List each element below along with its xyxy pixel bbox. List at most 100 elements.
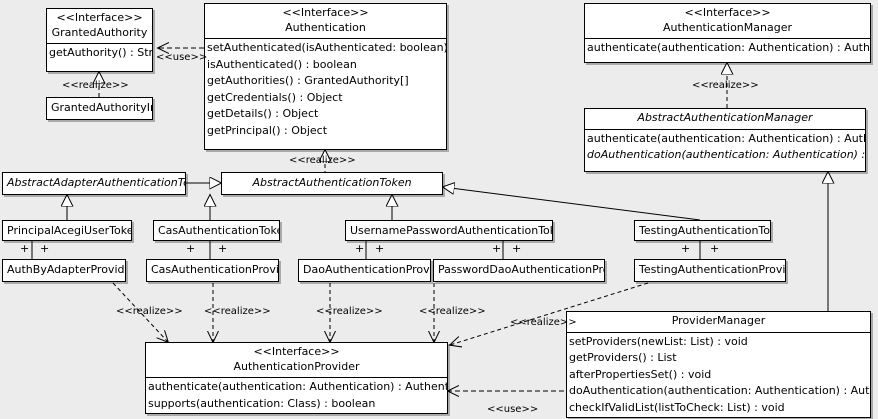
class-name: AbstractAdapterAuthenticationToken <box>7 176 185 189</box>
class-abstract-authentication-token[interactable]: AbstractAuthenticationToken <box>221 172 443 195</box>
edge-label-realize-grantedauthorityimpl: <<realize>> <box>62 80 129 91</box>
edge-label-realize-password-dao-authentication-provider: <<realize>> <box>419 306 486 317</box>
class-name: GrantedAuthority <box>51 25 148 39</box>
class-cas-authentication-provider[interactable]: CasAuthenticationProvider <box>146 259 279 282</box>
class-abstract-authentication-manager[interactable]: AbstractAuthenticationManager authentica… <box>584 108 866 172</box>
class-authentication[interactable]: <<Interface>> Authentication setAuthenti… <box>204 3 447 150</box>
association-visibility-marker: + <box>710 242 720 255</box>
class-header: CasAuthenticationProvider <box>147 260 278 281</box>
operation: afterPropertiesSet() : void <box>569 367 712 381</box>
class-name: PrincipalAcegiUserToken <box>7 224 132 237</box>
compartment-divider <box>47 43 152 45</box>
class-granted-authority-impl[interactable]: GrantedAuthorityImpl <box>46 97 153 120</box>
class-granted-authority[interactable]: <<Interface>> GrantedAuthority getAuthor… <box>46 8 153 72</box>
class-header: AuthByAdapterProvider <box>3 260 125 281</box>
association-visibility-marker: + <box>355 242 365 255</box>
operation: doAuthentication(authentication: Authent… <box>569 384 870 398</box>
class-header: ProviderManager <box>567 312 870 332</box>
class-header: UsernamePasswordAuthenticationToken <box>346 221 553 240</box>
association-visibility-marker: + <box>40 242 50 255</box>
class-header: CasAuthenticationToken <box>154 221 280 240</box>
operation: setProviders(newList: List) : void <box>569 334 748 348</box>
stereotype-label: <<Interface>> <box>56 11 143 24</box>
class-testing-authentication-provider[interactable]: TestingAuthenticationProvider <box>634 259 786 282</box>
operation: isAuthenticated() : boolean <box>207 57 357 71</box>
association-visibility-marker: + <box>20 242 30 255</box>
association-visibility-marker: + <box>186 242 196 255</box>
operations-compartment: setAuthenticated(isAuthenticated: boolea… <box>205 39 446 141</box>
operation: getCredentials() : Object <box>207 90 343 104</box>
association-visibility-marker: + <box>492 242 502 255</box>
operation: getProviders() : List <box>569 351 677 365</box>
edge-label-realize-dao-authentication-provider: <<realize>> <box>316 306 383 317</box>
compartment-divider <box>585 128 865 130</box>
operation: doAuthentication(authentication: Authent… <box>587 148 866 162</box>
class-header: PasswordDaoAuthenticationProvider <box>434 260 604 281</box>
class-provider-manager[interactable]: ProviderManager setProviders(newList: Li… <box>566 311 871 418</box>
class-name: CasAuthenticationToken <box>158 224 280 237</box>
association-visibility-marker: + <box>681 242 691 255</box>
operations-compartment: authenticate(authentication: Authenticat… <box>585 130 865 165</box>
stereotype-label: <<Interface>> <box>684 6 771 19</box>
class-header: DaoAuthenticationProvider <box>299 260 430 281</box>
operation: getPrincipal() : Object <box>207 124 328 138</box>
operation: getDetails() : Object <box>207 107 319 121</box>
operation: getAuthorities() : GrantedAuthority[] <box>207 74 409 88</box>
class-name: TestingAuthenticationToken <box>639 224 771 237</box>
class-header: <<Interface>> AuthenticationProvider <box>146 343 447 377</box>
class-authentication-manager[interactable]: <<Interface>> AuthenticationManager auth… <box>584 3 871 63</box>
class-header: <<Interface>> AuthenticationManager <box>585 4 870 38</box>
operation: supports(authentication: Class) : boolea… <box>148 396 376 410</box>
association-visibility-marker: + <box>218 242 228 255</box>
edge-label-realize-abstract-authentication-token: <<realize>> <box>289 155 356 166</box>
class-header: TestingAuthenticationToken <box>635 221 771 240</box>
class-name: AbstractAuthenticationManager <box>637 111 813 124</box>
class-name: AuthenticationProvider <box>233 359 360 373</box>
class-principal-acegi-user-token[interactable]: PrincipalAcegiUserToken <box>2 220 132 241</box>
class-header: <<Interface>> GrantedAuthority <box>47 9 152 43</box>
operation: setAuthenticated(isAuthenticated: boolea… <box>207 41 447 55</box>
class-abstract-adapter-authentication-token[interactable]: AbstractAdapterAuthenticationToken <box>2 172 186 195</box>
association-visibility-marker: + <box>375 242 385 255</box>
operation: getAuthority() : String <box>49 46 153 60</box>
class-name: CasAuthenticationProvider <box>151 263 279 276</box>
stereotype-label: <<Interface>> <box>282 6 369 19</box>
class-name: GrantedAuthorityImpl <box>51 101 152 114</box>
class-name: AuthByAdapterProvider <box>7 263 126 276</box>
class-username-password-authentication-token[interactable]: UsernamePasswordAuthenticationToken <box>345 220 553 241</box>
class-auth-by-adapter-provider[interactable]: AuthByAdapterProvider <box>2 259 126 282</box>
operation: authenticate(authentication: Authenticat… <box>587 41 870 55</box>
class-dao-authentication-provider[interactable]: DaoAuthenticationProvider <box>298 259 431 282</box>
class-testing-authentication-token[interactable]: TestingAuthenticationToken <box>634 220 771 241</box>
operation: authenticate(authentication: Authenticat… <box>148 380 448 394</box>
operations-compartment: authenticate(authentication: Authenticat… <box>585 39 870 58</box>
edge-label-realize-cas-authentication-provider: <<realize>> <box>204 306 271 317</box>
stereotype-label: <<Interface>> <box>253 345 340 358</box>
edge-label-realize-auth-by-adapter-provider: <<realize>> <box>116 306 183 317</box>
class-header: PrincipalAcegiUserToken <box>3 221 132 240</box>
class-name: PasswordDaoAuthenticationProvider <box>438 263 604 276</box>
compartment-divider <box>585 38 870 40</box>
class-name: UsernamePasswordAuthenticationToken <box>350 224 553 237</box>
class-name: DaoAuthenticationProvider <box>303 263 430 276</box>
operations-compartment: authenticate(authentication: Authenticat… <box>146 378 447 413</box>
edge-label-realize-testing-authentication-provider: <<realize>> <box>510 317 577 328</box>
association-visibility-marker: + <box>512 242 522 255</box>
class-name: AuthenticationManager <box>663 20 792 34</box>
compartment-divider <box>567 331 870 333</box>
class-header: AbstractAdapterAuthenticationToken <box>3 173 185 194</box>
class-name: TestingAuthenticationProvider <box>639 263 786 276</box>
class-cas-authentication-token[interactable]: CasAuthenticationToken <box>153 220 280 241</box>
compartment-divider <box>205 38 446 40</box>
class-password-dao-authentication-provider[interactable]: PasswordDaoAuthenticationProvider <box>433 259 605 282</box>
class-authentication-provider[interactable]: <<Interface>> AuthenticationProvider aut… <box>145 342 448 414</box>
compartment-divider <box>146 377 447 379</box>
class-name: AbstractAuthenticationToken <box>252 176 412 189</box>
operation: checkIfValidList(listToCheck: List) : vo… <box>569 400 785 414</box>
class-header: TestingAuthenticationProvider <box>635 260 785 281</box>
operations-compartment: getAuthority() : String <box>47 44 152 63</box>
class-header: GrantedAuthorityImpl <box>47 98 152 119</box>
edge-label-realize-abstract-authentication-manager: <<realize>> <box>692 80 759 91</box>
class-header: AbstractAuthenticationToken <box>222 173 442 194</box>
